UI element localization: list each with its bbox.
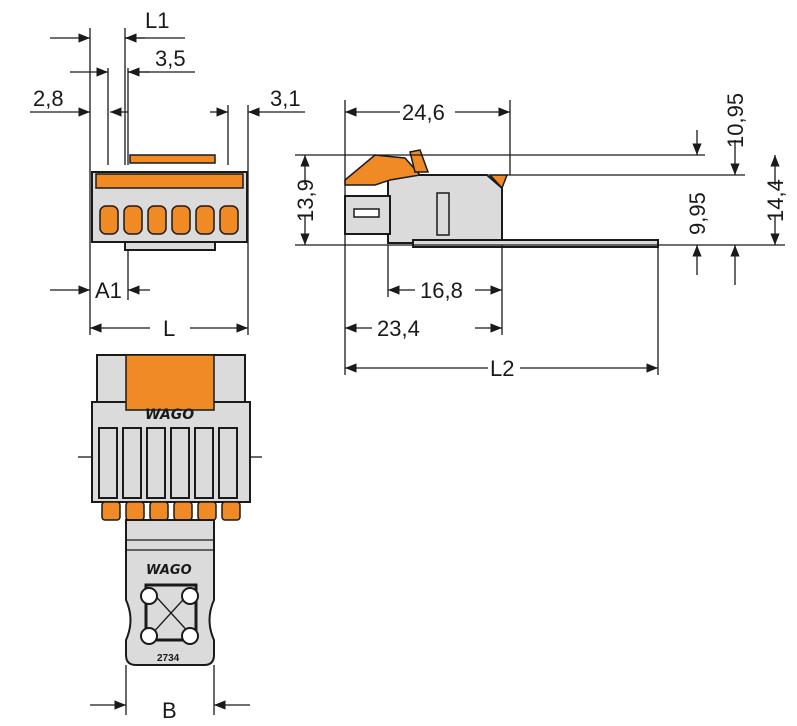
strap-logo: WAGO (146, 563, 192, 578)
dim-23-4: 23,4 (377, 316, 420, 341)
dim-l1: L1 (145, 8, 169, 33)
dim-14-4: 14,4 (763, 179, 788, 222)
dim-16-8: 16,8 (420, 278, 463, 303)
dim-24-6: 24,6 (402, 100, 445, 125)
dim-3-5: 3,5 (155, 46, 186, 71)
wire-entries (99, 205, 239, 235)
dim-l2: L2 (490, 356, 514, 381)
part-number: 2734 (157, 653, 180, 664)
dim-2-8: 2,8 (33, 86, 64, 111)
dim-l: L (163, 316, 175, 341)
dim-13-9: 13,9 (293, 179, 318, 222)
dim-b: B (162, 698, 177, 723)
dim-10-95: 10,95 (723, 93, 748, 148)
dim-9-95: 9,95 (685, 192, 710, 235)
front-view (89, 28, 249, 335)
side-view (344, 149, 659, 248)
dim-3-1: 3,1 (270, 86, 301, 111)
dim-a1: A1 (95, 278, 122, 303)
brand-logo: WAGO (145, 407, 194, 423)
top-view: WAGO WAGO 2734 (91, 354, 251, 666)
